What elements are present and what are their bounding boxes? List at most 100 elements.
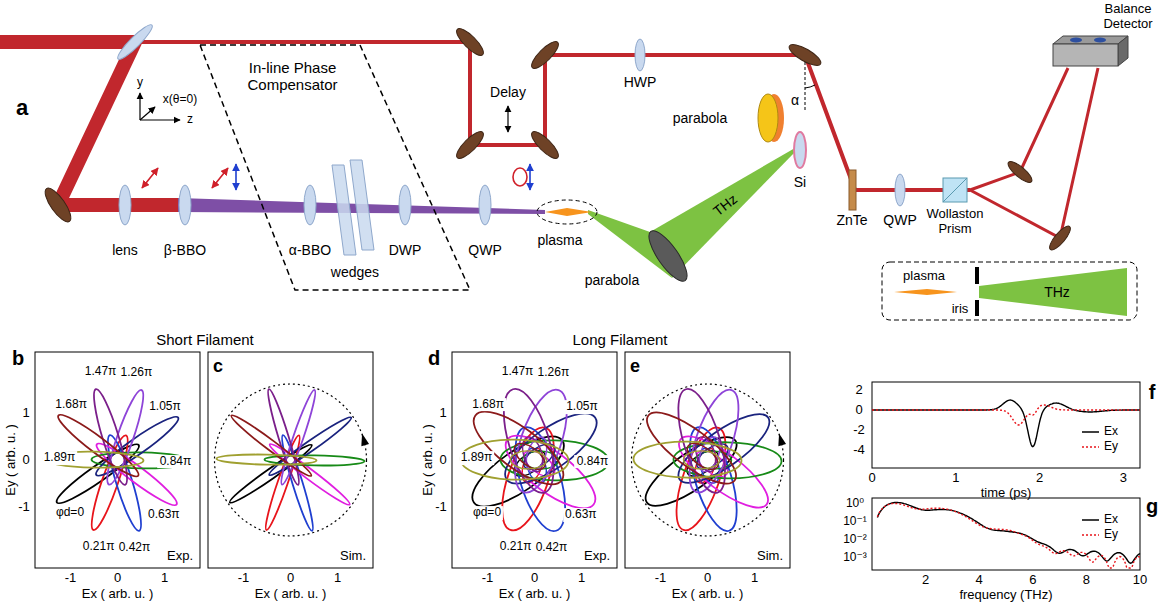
tick-label: 0 [531,571,538,586]
phase-label: 1.47π [83,365,119,379]
tick-label: -1 [18,500,30,515]
panel-letter: d [428,347,440,370]
detector-front [1053,44,1118,66]
phase-label: 1.47π [500,365,536,379]
component-label: QWP [883,212,916,228]
polarization-ellipse [633,441,742,479]
component-label: parabola [673,110,728,126]
plot-curves [43,383,1140,568]
panel-title: Short Filament [156,331,254,348]
axis-label: Ex ( arb. u. ) [499,587,571,602]
data-tag: Sim. [757,549,783,564]
inset-box: plasma iris THz [882,262,1137,320]
panel-letter: c [213,356,223,377]
panel-letter: g [1146,495,1158,518]
tick-label: 10 [1133,573,1147,588]
component-label: Si [794,174,806,190]
legend-sample [1082,534,1099,536]
spectrum-ex [877,503,1140,564]
axis-label: Ex ( arb. u. ) [82,587,154,602]
phase-label: 0.42π [117,541,153,555]
component-label: HWP [624,74,657,90]
phase-label: 1.26π [119,366,155,380]
axis-label: Ex ( arb. u. ) [672,587,744,602]
phase-label: 0.21π [81,540,117,554]
angle-label: α [791,92,799,108]
phase-label: 0.63π [563,508,599,522]
detector-top [1053,36,1128,44]
phase-label: 1.26π [536,366,572,380]
optics [41,21,1074,286]
waveform-ex [872,400,1140,447]
phase-label: 0.84π [575,455,611,469]
tick-label: 0 [439,453,446,468]
tick-label: 2 [1036,471,1043,486]
tick-label: -1 [435,500,447,515]
tick-label: 1 [22,406,29,421]
tick-label: 0 [287,571,294,586]
tick-label: 3 [1120,471,1127,486]
tick-label: 1 [439,406,446,421]
axis-name: y [137,76,143,90]
tick-label: 0 [704,571,711,586]
tick-label: 0 [114,571,121,586]
dashed-outline [200,45,470,290]
iris-blade [975,267,979,284]
polarization-ellipse [216,454,316,466]
tick-label: -1 [238,571,250,586]
tick-label: 0 [22,453,29,468]
tick-label: -2 [853,423,865,438]
component-label: lens [112,242,138,258]
envelope-circle [215,384,367,536]
angle-mark [805,62,815,112]
tick-label: 10⁻³ [843,551,867,565]
phase-label: 1.89π [459,451,495,465]
panel-letter: b [12,347,24,370]
polarization-ellipse [510,451,546,470]
photodiode [1070,38,1082,43]
tick-label: 1 [578,571,585,586]
component-label: ZnTe [836,212,867,228]
data-tag: Exp. [584,549,610,564]
axis-label: frequency (THz) [959,588,1052,603]
legend-text: Ey [1104,440,1118,454]
detector-side [1118,36,1128,66]
node-text: plasma [903,269,945,284]
phase-label: φd=0 [54,506,86,520]
node-text: Balance Detector [1098,2,1158,32]
data-tag: Exp. [167,549,193,564]
thz-cone [979,268,1127,316]
phase-label: φd=0 [471,506,503,520]
component-label: Wollaston Prism [919,207,991,237]
phase-label: 0.84π [158,455,194,469]
node-text: THz [1044,284,1070,300]
component-label: plasma [537,232,582,248]
node-text: iris [952,302,969,317]
polarization-ellipse [54,409,143,482]
tick-label: 6 [1029,573,1036,588]
tick-label: 8 [1083,573,1090,588]
tick-label: 2 [922,573,929,588]
panel-letter: f [1149,381,1156,404]
axis-label: time (ps) [981,486,1032,501]
compensator-region: In-line Phase Compensator [200,45,470,290]
phase-label: 1.68π [470,398,506,412]
component-label: wedges [331,264,379,280]
legend-sample [1082,519,1099,521]
photodiode [1094,38,1106,43]
plot-frames [35,352,1140,570]
tick-label: 10⁻¹ [843,515,867,529]
rotation-arrow [361,434,369,447]
legend-sample [1082,446,1099,448]
component-label: α-BBO [289,242,331,258]
tick-label: 1 [161,571,168,586]
panel-letter: e [630,356,640,377]
panel-letter: a [16,95,28,120]
spectrum-ey [877,503,1140,568]
phase-label: 1.89π [42,451,78,465]
rotation-arrow [778,434,786,447]
axis-label: Ex ( arb. u. ) [255,587,327,602]
envelope-circle [632,384,784,536]
component-label: DWP [389,242,422,258]
